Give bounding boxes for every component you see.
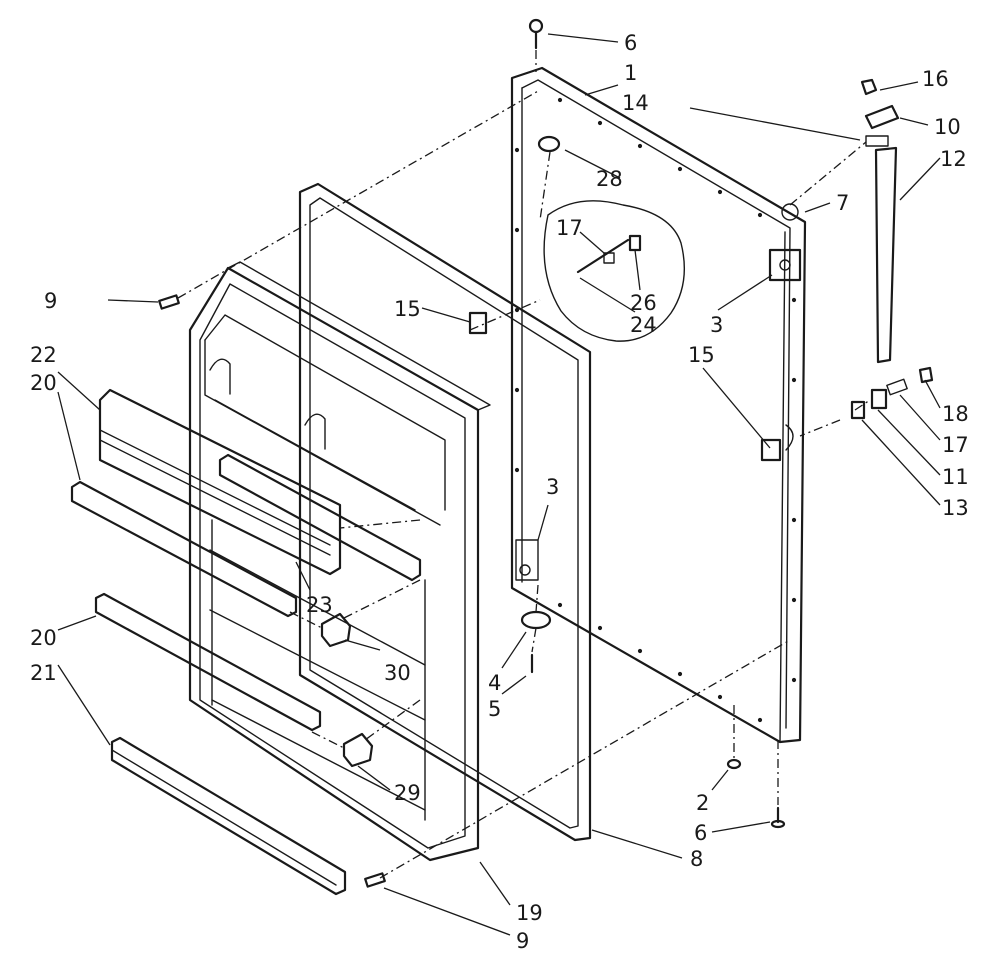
callout-20: 20 — [30, 626, 57, 650]
callout-10: 10 — [934, 115, 961, 139]
callout-1: 1 — [624, 61, 637, 85]
callout-12: 12 — [940, 147, 967, 171]
callout-24: 24 — [630, 313, 657, 337]
callout-9: 9 — [516, 929, 529, 953]
callout-3: 3 — [710, 313, 723, 337]
callout-4: 4 — [488, 671, 501, 695]
callout-15: 15 — [394, 297, 421, 321]
callout-20: 20 — [30, 371, 57, 395]
callout-19: 19 — [516, 901, 543, 925]
callout-11: 11 — [942, 465, 969, 489]
callout-16: 16 — [922, 67, 949, 91]
callout-7: 7 — [836, 191, 849, 215]
callout-8: 8 — [690, 847, 703, 871]
callout-17: 17 — [556, 216, 583, 240]
outer-door-panel — [510, 66, 807, 744]
inner-door-liner — [188, 261, 491, 862]
leader-arrows — [57, 33, 941, 936]
callout-29: 29 — [394, 781, 421, 805]
callout-5: 5 — [488, 697, 501, 721]
callout-18: 18 — [942, 402, 969, 426]
callout-15: 15 — [688, 343, 715, 367]
callout-28: 28 — [596, 167, 623, 191]
callout-13: 13 — [942, 496, 969, 520]
callout-9: 9 — [44, 289, 57, 313]
callout-6: 6 — [694, 821, 707, 845]
callout-17: 17 — [942, 433, 969, 457]
callout-3: 3 — [546, 475, 559, 499]
alignment-lines — [177, 50, 871, 879]
callout-26: 26 — [630, 291, 657, 315]
callout-22: 22 — [30, 343, 57, 367]
callout-30: 30 — [384, 661, 411, 685]
callout-6: 6 — [624, 31, 637, 55]
callout-2: 2 — [696, 791, 709, 815]
door-gasket — [298, 182, 592, 842]
callout-23: 23 — [306, 593, 333, 617]
door-shelves — [70, 388, 422, 896]
callout-14: 14 — [622, 91, 649, 115]
callouts: 1 2 3 3 4 5 6 6 7 8 9 9 10 11 12 13 14 1… — [30, 31, 969, 953]
callout-21: 21 — [30, 661, 57, 685]
